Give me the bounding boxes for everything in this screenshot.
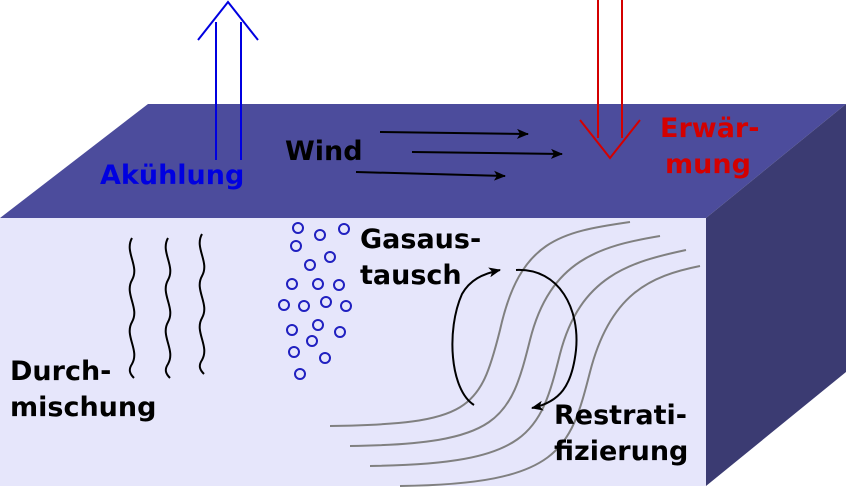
warming-arrow [579, 0, 641, 160]
wind-label: Wind [285, 136, 363, 167]
gas-bubbles [278, 222, 352, 380]
bubble [312, 319, 324, 331]
isopycnal-line [349, 235, 661, 447]
bubble [304, 259, 316, 271]
bubble [298, 300, 310, 312]
gas-exchange-label-line1: Gasaus- [360, 224, 481, 255]
cooling-label: Akühlung [100, 160, 244, 191]
bubble [288, 346, 300, 358]
mixing-label-line2: mischung [10, 392, 156, 423]
bubble [340, 300, 352, 312]
wind-arrow [411, 148, 563, 159]
bubble [333, 279, 345, 291]
warming-label-line2: mung [665, 149, 751, 180]
mixing-wave [128, 237, 136, 379]
gas-exchange-label-line2: tausch [360, 260, 462, 291]
restratification-label-line1: Restrati- [554, 400, 687, 431]
water-side-face [706, 104, 846, 486]
bubble [286, 324, 298, 336]
wind-arrow [355, 170, 506, 181]
bubble [290, 240, 302, 252]
warming-label-line1: Erwär- [660, 113, 759, 144]
isopycnal-line [329, 221, 631, 427]
wind-arrow [379, 128, 529, 139]
mixing-wave [198, 233, 206, 375]
isopycnal-line [369, 249, 687, 467]
mixing-wave [164, 237, 172, 379]
bubble [314, 229, 326, 241]
wind-arrows [355, 128, 563, 181]
bubble [286, 278, 298, 290]
isopycnal-line [399, 265, 701, 487]
bubble [292, 222, 304, 234]
mixing-squiggles [128, 233, 206, 379]
bubble [324, 251, 336, 263]
bubble [294, 368, 306, 380]
bubble [338, 223, 350, 235]
bubble [312, 278, 324, 290]
bubble [278, 299, 290, 311]
cooling-arrow [197, 0, 259, 160]
mixing-label-line1: Durch- [10, 356, 111, 387]
circulation-arrow [515, 268, 578, 411]
bubble [319, 352, 331, 364]
circulation-arrow [451, 267, 501, 406]
bubble [334, 326, 346, 338]
isopycnal-lines [329, 221, 701, 487]
bubble [306, 335, 318, 347]
water-front-face [0, 218, 706, 486]
water-top-surface [0, 104, 846, 218]
restratification-circulation [451, 267, 578, 411]
restratification-label-line2: fizierung [554, 436, 688, 467]
bubble [320, 296, 332, 308]
